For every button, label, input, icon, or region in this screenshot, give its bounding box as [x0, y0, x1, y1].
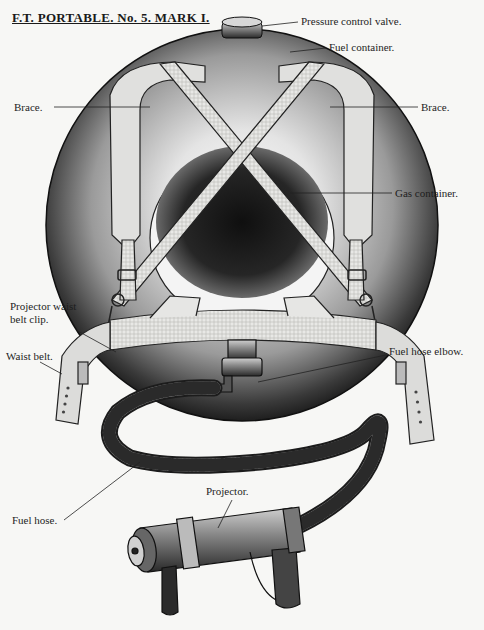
part-label: Brace.: [421, 101, 449, 114]
pressure-control-valve: [222, 17, 262, 38]
fuel-hose: [109, 388, 380, 525]
projector: [126, 507, 305, 615]
belt-hole: [419, 420, 422, 423]
part-label: Projector waist belt clip.: [10, 300, 88, 325]
belt-hole: [65, 394, 68, 397]
belt-hole: [414, 390, 417, 393]
part-label: Waist belt.: [6, 350, 53, 363]
belt-hole: [63, 402, 66, 405]
part-label: Fuel container.: [329, 41, 394, 54]
brace: [110, 62, 374, 306]
part-label: Fuel hose elbow.: [389, 345, 463, 358]
belt-hole: [416, 400, 419, 403]
part-label: Brace.: [14, 101, 42, 114]
leader-line: [40, 22, 418, 528]
belt-hole: [62, 410, 65, 413]
part-label: Pressure control valve.: [301, 15, 402, 28]
belt-hole: [417, 410, 420, 413]
fuel-container: [46, 29, 438, 421]
part-label: Gas container.: [395, 187, 458, 200]
part-label: Projector.: [206, 485, 248, 498]
part-label: Fuel hose.: [12, 514, 57, 527]
belt-hole: [66, 386, 69, 389]
title: F.T. PORTABLE. No. 5. MARK I.: [12, 10, 210, 26]
